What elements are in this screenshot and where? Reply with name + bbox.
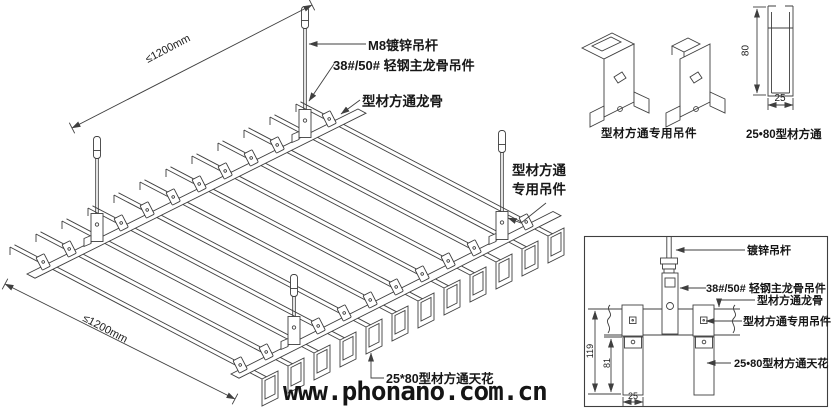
profile-height-text: 80 <box>740 44 752 57</box>
hanger-rod-1 <box>291 6 312 144</box>
section-dim-overall: 119 <box>585 343 595 359</box>
hanger-rod-4 <box>280 274 301 351</box>
watermark-url: www.phonano.com.cn <box>283 377 548 407</box>
hanger-rod-3 <box>488 130 509 246</box>
detail-profile <box>753 5 794 110</box>
profile-width-text: 25 <box>774 93 786 104</box>
section-label-ceiling-tube: 25•80型材方通天花 <box>734 358 829 370</box>
section-label-hanger-rod: 镀锌吊杆 <box>747 245 791 257</box>
hanger-rod-2 <box>83 136 104 248</box>
label-special-hanger-line1: 型材方通 <box>512 163 566 178</box>
detail-profile-caption: 25•80型材方通 <box>746 129 822 141</box>
section-dim-width: 25 <box>627 391 638 401</box>
section-label-carrier: 型材方通龙骨 <box>757 295 823 307</box>
label-special-hanger-line2: 专用吊件 <box>512 182 566 198</box>
detail-section-box <box>583 235 829 408</box>
label-ceiling-tube: 25*80型材方通天花 <box>386 372 494 386</box>
section-label-main-carrier-hanger: 38#/50# 轻钢主龙骨吊件 <box>706 283 826 295</box>
detail-hangers-caption: 型材方通专用吊件 <box>601 128 697 140</box>
section-dim-drop: 81 <box>602 358 612 369</box>
detail-special-hangers <box>581 32 726 128</box>
label-main-carrier-hanger: 38#/50# 轻钢主龙骨吊件 <box>333 58 475 73</box>
dimension-bottom <box>1 278 239 405</box>
label-hanger-rod: M8镀锌吊杆 <box>368 38 439 53</box>
carrier-1 <box>26 108 367 279</box>
label-special-hanger: 型材方通 专用吊件 <box>512 161 566 199</box>
section-label-special-hanger: 型材方通专用吊件 <box>743 316 831 328</box>
carrier-2 <box>230 210 562 379</box>
main-leaders <box>308 41 547 379</box>
label-carrier: 型材方通龙骨 <box>362 94 443 109</box>
dimension-top <box>68 0 316 134</box>
